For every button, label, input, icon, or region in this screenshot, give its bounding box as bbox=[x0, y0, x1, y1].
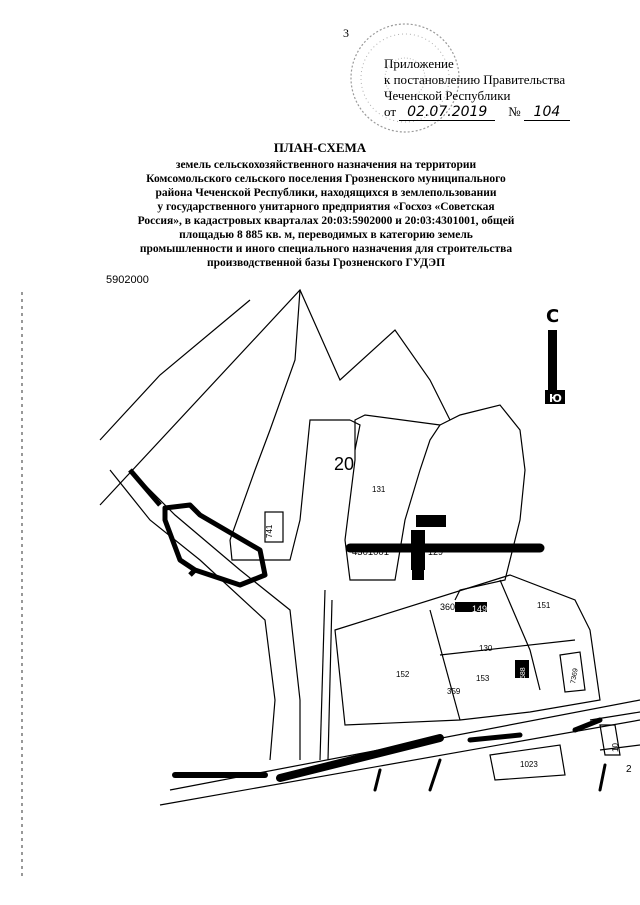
parcel-label: 129 bbox=[428, 547, 443, 557]
subtitle-line: Комсомольского сельского поселения Грозн… bbox=[146, 173, 506, 185]
quarter-label: 4301001 bbox=[352, 547, 389, 558]
upper-boundary bbox=[99, 288, 451, 506]
parcel-label: 10 bbox=[611, 743, 620, 752]
lower-left-parcel bbox=[109, 469, 276, 761]
official-seal-stamp bbox=[350, 23, 460, 133]
subtitle-line: у государственного унитарного предприяти… bbox=[157, 201, 495, 213]
parcel-label: 588 bbox=[520, 667, 527, 679]
appendix-line-3: Чеченской Республики bbox=[384, 88, 511, 103]
north-arrow: С Ю bbox=[545, 306, 565, 405]
decree-number: 104 bbox=[523, 104, 570, 121]
parcel-7369 bbox=[559, 651, 586, 693]
subtitle-line: района Чеченской Республики, находящихся… bbox=[155, 187, 497, 199]
buildings bbox=[264, 511, 529, 678]
cadastral-sheet-code: 5902000 bbox=[106, 274, 149, 286]
signed-date: 02.07.2019 bbox=[399, 104, 496, 121]
north-letter: С bbox=[546, 306, 559, 327]
parcel-label: 130 bbox=[479, 644, 493, 653]
road-strip-2 bbox=[327, 599, 333, 761]
parcel-labels: 131 741 4301001 129 360 149 151 130 152 … bbox=[265, 485, 632, 775]
parcel-1023 bbox=[489, 744, 566, 781]
page-number: 3 bbox=[343, 26, 349, 40]
divider-152-153 bbox=[429, 609, 461, 721]
parcel-label: 152 bbox=[396, 670, 410, 679]
parcel-label: 360 bbox=[440, 602, 455, 612]
parcel-label: 151 bbox=[537, 601, 551, 610]
marker-strokes bbox=[172, 543, 607, 792]
right-road-bottom bbox=[599, 744, 640, 751]
document-subtitle: земель сельскохозяйственного назначения … bbox=[88, 158, 564, 270]
parcel-label: 131 bbox=[372, 485, 386, 494]
target-parcel-boundary bbox=[128, 468, 268, 588]
subtitle-line: Россия», в кадастровых кварталах 20:03:5… bbox=[137, 215, 515, 227]
divider-151 bbox=[499, 579, 541, 691]
parcel-label: 359 bbox=[447, 687, 461, 696]
parcel-boundaries bbox=[21, 288, 640, 880]
subtitle-line: земель сельскохозяйственного назначения … bbox=[175, 159, 477, 171]
parcel-label: 149 bbox=[472, 604, 487, 614]
subtitle-line: производственной базы Грозненского ГУДЭП bbox=[206, 257, 446, 269]
number-prefix: № bbox=[508, 104, 521, 119]
road-strip-1 bbox=[319, 589, 326, 761]
parcel-label: 741 bbox=[265, 524, 274, 538]
parcel-label: 7369 bbox=[570, 668, 580, 685]
middle-boundary bbox=[229, 289, 301, 541]
appendix-date-line: от 02.07.2019 № 104 bbox=[384, 104, 570, 121]
cadastral-region-label: 20 bbox=[334, 454, 354, 474]
parcel-label: 153 bbox=[476, 674, 490, 683]
appendix-block: Приложение к постановлению Правительства… bbox=[384, 56, 570, 121]
subtitle-line: промышленности и иного специального назн… bbox=[139, 243, 513, 255]
date-prefix: от bbox=[384, 104, 397, 119]
subtitle-line: площадью 8 885 кв. м, переводимых в кате… bbox=[179, 229, 473, 241]
document-title: ПЛАН-СХЕМА bbox=[273, 140, 367, 155]
right-parcel-outline bbox=[439, 404, 526, 601]
divider-130 bbox=[439, 639, 576, 656]
south-letter: Ю bbox=[549, 392, 562, 405]
parcel-label: 1023 bbox=[520, 760, 538, 769]
inner-spur bbox=[349, 419, 361, 451]
inner-boundary bbox=[229, 419, 350, 561]
parcel-label: 2 bbox=[626, 764, 632, 775]
appendix-line-2: к постановлению Правительства bbox=[384, 72, 566, 87]
bottom-road-line-2 bbox=[159, 719, 640, 806]
lower-parcels-block bbox=[334, 574, 601, 726]
appendix-line-1: Приложение bbox=[384, 56, 454, 71]
upper-left-boundary bbox=[99, 299, 251, 441]
